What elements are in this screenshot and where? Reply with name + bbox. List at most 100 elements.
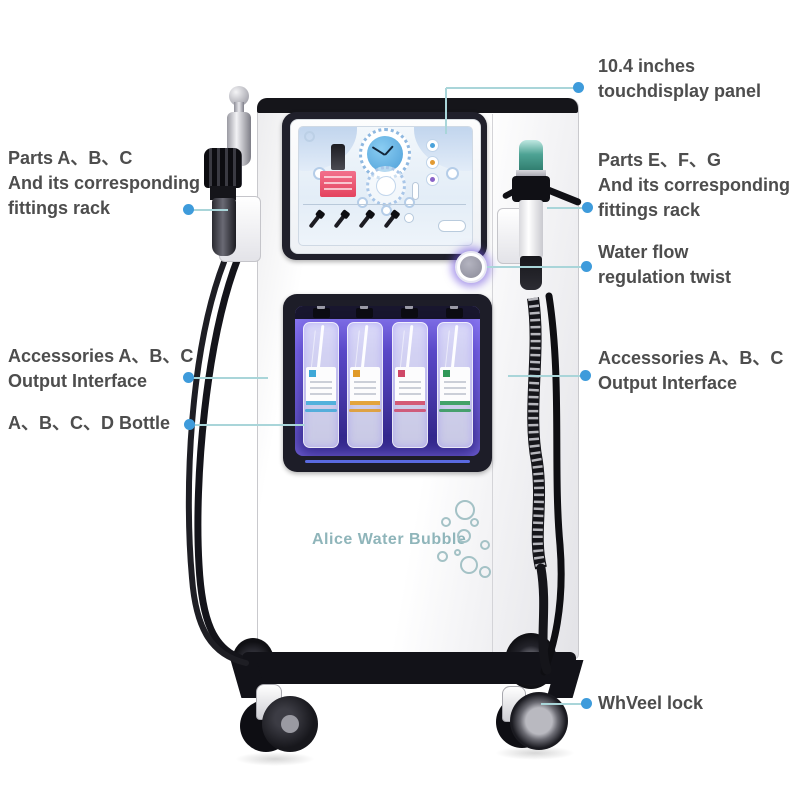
dial-node-1 — [357, 197, 368, 208]
handpiece-left-front-body — [212, 198, 236, 256]
handpiece-right-collar — [512, 176, 550, 202]
brand-text: Alice Water Bubble — [312, 531, 467, 548]
screen-small-circle — [404, 213, 414, 223]
bottle-label — [350, 367, 380, 405]
touchscreen-panel — [298, 126, 473, 246]
callout-text: fittings rack — [598, 200, 701, 220]
callout-text: Water flow — [598, 242, 689, 262]
caster-wheel-right — [510, 692, 568, 750]
screen-corner-icon — [304, 131, 315, 142]
dial-node-3 — [404, 197, 415, 208]
callout-dot-wheel-lock — [581, 698, 592, 709]
callout-text: A、B、C、D Bottle — [8, 413, 170, 433]
callout-label-parts-right: Parts E、F、G And its corresponding fittin… — [598, 148, 790, 223]
screen-divider — [303, 204, 466, 205]
bottle-label — [440, 367, 470, 405]
handpiece-right-ferrule — [516, 170, 546, 178]
callout-text: Parts A、B、C — [8, 148, 133, 168]
callout-text: regulation twist — [598, 267, 732, 287]
bottle-connector — [446, 306, 463, 318]
bubble-decoration — [460, 556, 478, 574]
bubble-decoration — [457, 529, 471, 543]
water-flow-knob-center — [460, 256, 482, 278]
bubble-decoration — [455, 500, 475, 520]
callout-dot-water-flow — [581, 261, 592, 272]
callout-text: Accessories A、B、C — [598, 348, 784, 368]
left-cable-2 — [185, 259, 249, 666]
pressure-dial-center — [376, 176, 396, 196]
bottle-ring — [305, 409, 337, 412]
bottle-ring — [394, 409, 426, 412]
bottle-connector — [401, 306, 418, 318]
leader-line-accessories-right — [508, 375, 586, 377]
left-cable-1 — [194, 254, 244, 662]
bottle-ring — [349, 409, 381, 412]
callout-text: Parts E、F、G — [598, 150, 722, 170]
machine-top-trim — [257, 98, 578, 113]
handpiece-icon-2 — [333, 213, 347, 229]
bottle-c — [392, 322, 428, 448]
leader-line-bottle — [191, 424, 305, 426]
mode-icon-2 — [426, 156, 439, 169]
handpiece-left-front-head — [204, 148, 242, 188]
bottle-tube — [450, 324, 459, 372]
callout-label-wheel-lock: WhVeel lock — [598, 691, 703, 716]
callout-text: 10.4 inches — [598, 56, 696, 76]
callout-label-accessories-left: Accessories A、B、C Output Interface — [8, 344, 193, 394]
callout-text: Output Interface — [8, 371, 148, 391]
mode-icon-3 — [426, 173, 439, 186]
handpiece-left-top-neck — [234, 102, 244, 114]
screen-swoosh-right — [414, 127, 472, 171]
callout-text: Accessories A、B、C — [8, 346, 194, 366]
mode-icon-1 — [426, 139, 439, 152]
screen-node-right — [446, 167, 459, 180]
bottle-manifold — [295, 306, 480, 319]
dial-node-2 — [381, 205, 392, 216]
bubble-decoration — [470, 518, 479, 527]
handpiece-right-base — [520, 256, 542, 290]
callout-label-touchscreen: 10.4 inches touchdisplay panel — [598, 54, 761, 104]
bubble-decoration — [441, 517, 451, 527]
callout-label-bottle: A、B、C、D Bottle — [8, 411, 170, 436]
handpiece-left-front-collar — [210, 186, 236, 200]
leader-line-water-flow — [487, 266, 587, 268]
bottle-compartment — [295, 306, 480, 456]
callout-dot-touchscreen — [573, 82, 584, 93]
bottle-tube — [316, 324, 325, 372]
leader-line-wheel-lock — [541, 703, 587, 705]
caster-hub-left — [281, 715, 299, 733]
callout-dot-parts-right — [582, 202, 593, 213]
callout-text: And its corresponding — [8, 173, 201, 193]
compartment-bottom-trim — [305, 460, 470, 463]
screen-start-button — [438, 220, 466, 232]
handpiece-icon-3 — [358, 213, 372, 229]
bottle-connector — [356, 306, 373, 318]
screen-alert-panel — [320, 171, 356, 197]
bubble-decoration — [480, 540, 490, 550]
level-indicator-icon — [412, 182, 419, 200]
callout-text: WhVeel lock — [598, 693, 704, 713]
machine-side-seam — [492, 114, 493, 654]
leader-line-parts-left — [190, 209, 228, 211]
bottle-tube — [360, 324, 369, 372]
callout-text: Output Interface — [598, 373, 738, 393]
callout-label-water-flow: Water flow regulation twist — [598, 240, 731, 290]
bubble-decoration — [479, 566, 491, 578]
callout-text: touchdisplay panel — [598, 81, 762, 101]
trolley-base — [242, 652, 576, 684]
callout-text: And its corresponding — [598, 175, 791, 195]
callout-dot-parts-left — [183, 204, 194, 215]
bottle-label — [395, 367, 425, 405]
bubble-decoration — [437, 551, 448, 562]
wheel-shadow — [495, 746, 575, 760]
bottle-d — [437, 322, 473, 448]
wheel-shadow — [235, 752, 315, 766]
leader-line-accessories-left — [190, 377, 268, 379]
callout-dot-bottle — [184, 419, 195, 430]
bottle-label — [306, 367, 336, 405]
leader-line-touchscreen — [446, 87, 578, 89]
callout-text: fittings rack — [8, 198, 111, 218]
leader-line-touchscreen-v — [445, 88, 447, 134]
bottle-tube — [405, 324, 414, 372]
